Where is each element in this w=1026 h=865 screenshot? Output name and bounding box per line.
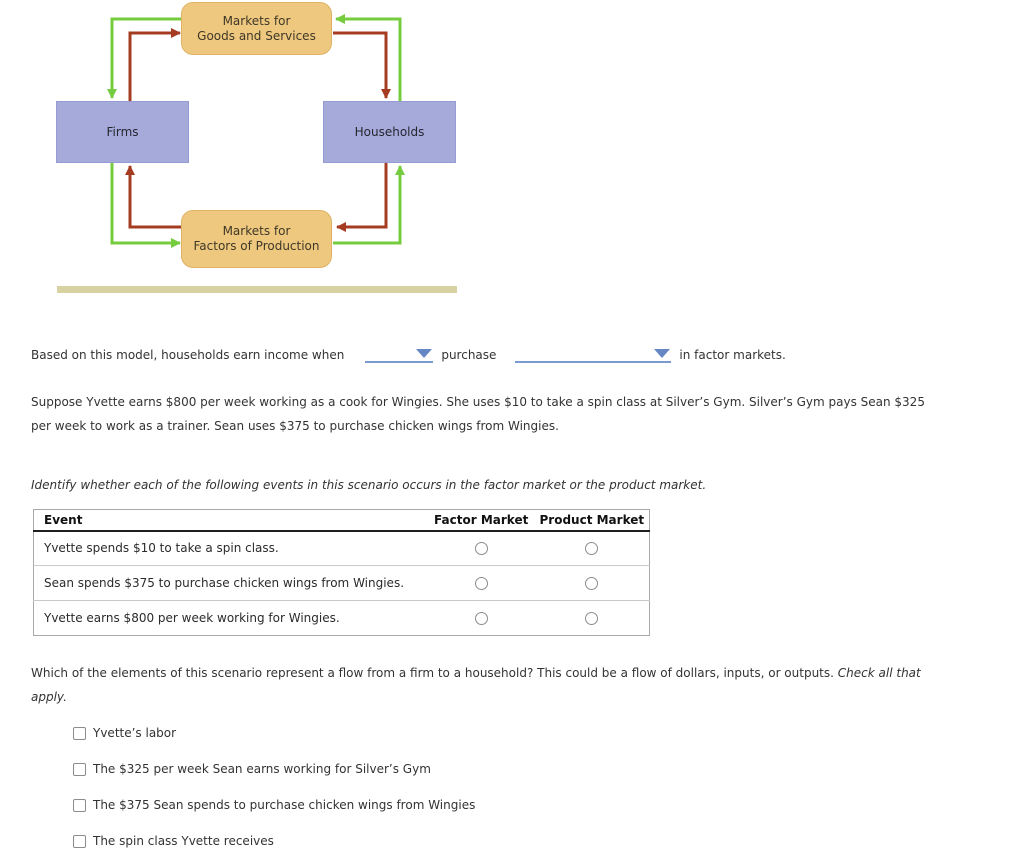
radio-row1-product-market[interactable] [585, 542, 599, 556]
radio-row2-product-market[interactable] [585, 577, 599, 590]
product-market-column-header: Product Market [534, 509, 650, 532]
factor-market-label-line1: Markets for [222, 224, 291, 238]
checkbox-spin-class[interactable] [73, 834, 86, 848]
table-row: Sean spends $375 to purchase chicken win… [33, 565, 650, 601]
who-purchases-dropdown[interactable] [365, 345, 434, 363]
circular-flow-diagram: Markets for Goods and Services Firms Hou… [0, 0, 470, 300]
what-purchased-dropdown[interactable] [515, 345, 672, 363]
list-item: Yvette’s labor [73, 726, 475, 740]
question2-text: Which of the elements of this scenario r… [31, 661, 943, 709]
factor-market-box: Markets for Factors of Production [181, 210, 332, 268]
question1-text-middle: purchase [441, 348, 497, 362]
events-table: Event Factor Market Product Market Yvett… [33, 509, 650, 636]
goods-market-label-line2: Goods and Services [197, 28, 316, 43]
goods-market-box: Markets for Goods and Services [181, 2, 332, 55]
arrow-households-to-factor-market [336, 163, 388, 232]
arrow-firms-to-goods-market [128, 28, 181, 101]
radio-row2-factor-market[interactable] [474, 577, 488, 590]
scenario-paragraph: Suppose Yvette earns $800 per week worki… [31, 395, 925, 433]
option-label: The $375 Sean spends to purchase chicken… [93, 798, 476, 812]
option-label: The spin class Yvette receives [93, 834, 274, 848]
list-item: The spin class Yvette receives [73, 834, 475, 848]
arrow-goods-market-to-households [333, 31, 391, 99]
table-row: Yvette earns $800 per week working for W… [33, 600, 650, 636]
firms-box: Firms [56, 101, 189, 163]
checkbox-sean-375-spending[interactable] [73, 798, 86, 812]
question1-text-end: in factor markets. [679, 348, 786, 362]
event-column-header: Event [33, 509, 428, 532]
list-item: The $325 per week Sean earns working for… [73, 762, 475, 776]
radio-row1-factor-market[interactable] [474, 542, 488, 556]
firms-label: Firms [106, 124, 139, 139]
radio-row3-factor-market[interactable] [474, 612, 488, 625]
table-instruction: Identify whether each of the following e… [31, 478, 707, 492]
event-text: Yvette spends $10 to take a spin class. [44, 541, 279, 556]
table-row: Yvette spends $10 to take a spin class. [34, 531, 650, 566]
households-box: Households [323, 101, 456, 163]
factor-market-column-header: Factor Market [427, 509, 535, 532]
checkbox-options: Yvette’s labor The $325 per week Sean ea… [73, 726, 475, 865]
option-label: Yvette’s labor [93, 726, 177, 740]
arrow-firms-to-factor-market [110, 163, 181, 248]
option-label: The $325 per week Sean earns working for… [93, 762, 431, 776]
checkbox-sean-325-earnings[interactable] [73, 762, 86, 776]
events-table-header-row: Event Factor Market Product Market [33, 509, 650, 532]
arrow-factor-market-to-firms [125, 165, 181, 229]
list-item: The $375 Sean spends to purchase chicken… [73, 798, 475, 812]
households-label: Households [354, 124, 425, 139]
chevron-down-icon [416, 349, 433, 358]
question1-sentence: Based on this model, households earn inc… [31, 345, 786, 363]
checkbox-yvettes-labor[interactable] [73, 726, 86, 740]
question2-main-text: Which of the elements of this scenario r… [31, 666, 834, 680]
arrow-goods-market-to-firms [107, 17, 181, 99]
diagram-divider [57, 286, 457, 293]
arrow-factor-market-to-households [333, 165, 405, 245]
circular-flow-arrows [107, 14, 405, 248]
goods-market-label-line1: Markets for [222, 13, 291, 28]
question1-text-start: Based on this model, households earn inc… [31, 348, 345, 362]
radio-row3-product-market[interactable] [585, 612, 599, 625]
event-text: Sean spends $375 to purchase chicken win… [33, 565, 428, 601]
arrow-households-to-goods-market [335, 14, 402, 101]
event-text: Yvette earns $800 per week working for W… [33, 600, 428, 636]
chevron-down-icon [654, 349, 671, 358]
factor-market-label-line2: Factors of Production [193, 239, 320, 253]
question2-emphasis: Check all that apply. [31, 666, 921, 704]
